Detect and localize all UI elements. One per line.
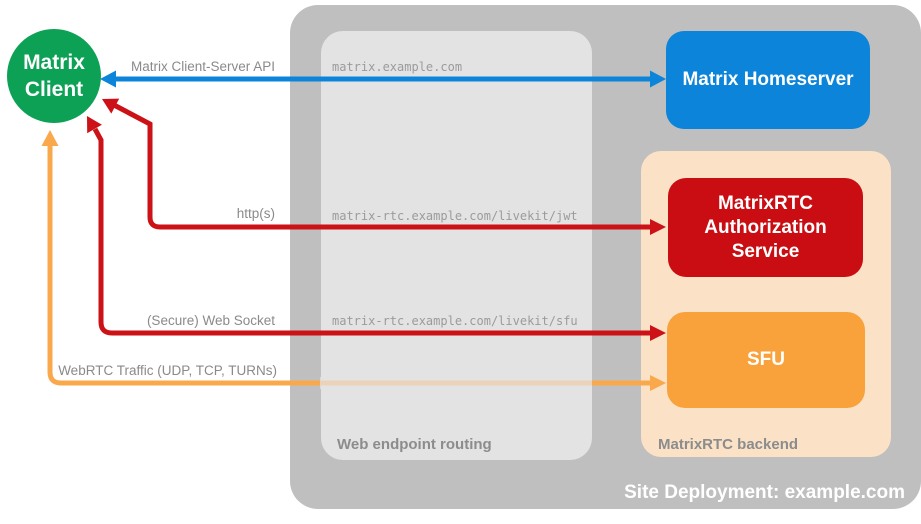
https-label: http(s): [236, 206, 275, 221]
web-endpoint-routing-caption: Web endpoint routing: [337, 436, 492, 453]
endpoint-livekit-sfu: matrix-rtc.example.com/livekit/sfu: [332, 314, 578, 328]
websocket-label: (Secure) Web Socket: [146, 313, 275, 328]
matrix-client-node: Matrix Client: [7, 29, 101, 123]
sfu-box: SFU: [667, 312, 865, 408]
matrix-homeserver-label: Matrix Homeserver: [682, 69, 854, 90]
matrixrtc-backend-caption: MatrixRTC backend: [658, 436, 799, 453]
matrixrtc-auth-service-label: MatrixRTC Authorization Service: [704, 192, 827, 262]
web-endpoint-routing-panel: [321, 31, 592, 460]
sfu-label: SFU: [747, 349, 785, 370]
matrix-client-label: Matrix Client: [23, 51, 85, 101]
endpoint-livekit-jwt: matrix-rtc.example.com/livekit/jwt: [332, 209, 578, 223]
client-server-api-label: Matrix Client-Server API: [130, 59, 275, 74]
site-deployment-caption: Site Deployment: example.com: [624, 482, 905, 503]
webrtc-traffic-label: WebRTC Traffic (UDP, TCP, TURNs): [58, 363, 277, 378]
matrix-homeserver-box: Matrix Homeserver: [666, 31, 870, 129]
matrixrtc-auth-service-box: MatrixRTC Authorization Service: [668, 178, 863, 277]
endpoint-matrix-domain: matrix.example.com: [332, 60, 463, 74]
